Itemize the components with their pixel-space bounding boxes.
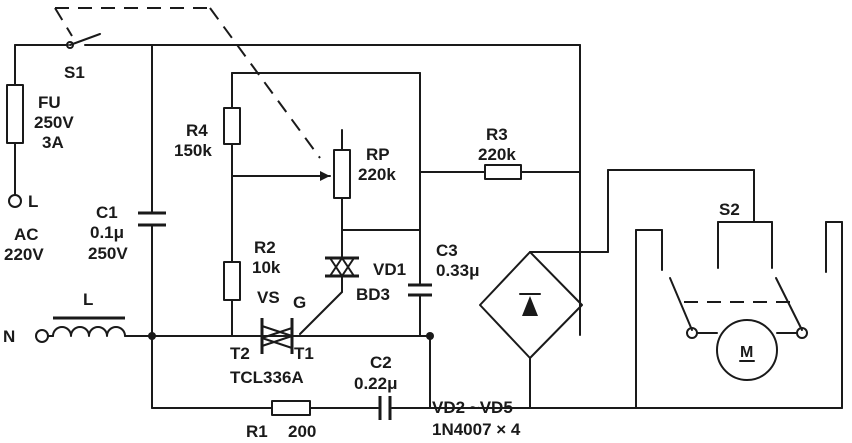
label-motor: M <box>740 344 753 361</box>
label-ac-voltage: 220V <box>4 245 44 264</box>
label-l-terminal: L <box>28 192 38 211</box>
label-c2: C2 <box>370 353 392 372</box>
label-triac-part: TCL336A <box>230 368 304 387</box>
label-rp-value: 220k <box>358 165 396 184</box>
capacitor-c1 <box>138 44 166 409</box>
label-r4: R4 <box>186 121 208 140</box>
switch-s1 <box>66 33 101 49</box>
motor-compartment <box>529 169 843 409</box>
label-t1: T1 <box>294 344 314 363</box>
label-fu-current: 3A <box>42 133 64 152</box>
label-r2: R2 <box>254 238 276 257</box>
label-c3-value: 0.33μ <box>436 261 480 280</box>
label-vs: VS <box>257 288 280 307</box>
label-r2-value: 10k <box>252 258 281 277</box>
label-r1-value: 200 <box>288 422 316 441</box>
label-s2: S2 <box>719 200 740 219</box>
diac-vd1 <box>299 256 359 335</box>
label-bridge-part: 1N4007 × 4 <box>432 420 521 439</box>
inductor-l <box>35 316 431 343</box>
left-wire <box>6 44 24 208</box>
label-vd1: VD1 <box>373 260 406 279</box>
mechanical-linkage <box>54 7 321 159</box>
label-c1: C1 <box>96 203 118 222</box>
bottom-wire <box>151 332 531 420</box>
triac-vs <box>260 318 294 354</box>
label-inductor: L <box>83 290 93 309</box>
label-rp: RP <box>366 145 390 164</box>
label-r3-value: 220k <box>478 145 516 164</box>
label-r1: R1 <box>246 422 268 441</box>
label-gate: G <box>293 293 306 312</box>
label-ac: AC <box>14 225 39 244</box>
potentiometer-rp <box>333 129 421 259</box>
bridge-rectifier <box>479 169 755 409</box>
control-frame <box>223 72 581 337</box>
label-c1-voltage: 250V <box>88 244 128 263</box>
label-r4-value: 150k <box>174 141 212 160</box>
label-fu: FU <box>38 93 61 112</box>
label-n-terminal: N <box>3 327 15 346</box>
label-s1: S1 <box>64 63 85 82</box>
label-c1-value: 0.1μ <box>90 223 124 242</box>
label-t2: T2 <box>230 344 250 363</box>
label-fu-rating: 250V <box>34 113 74 132</box>
label-c3: C3 <box>436 241 458 260</box>
label-c2-value: 0.22μ <box>354 374 398 393</box>
top-wire <box>14 44 581 336</box>
label-bridge: VD2 ~VD5 <box>432 398 513 417</box>
label-r3: R3 <box>486 125 508 144</box>
label-bd3: BD3 <box>356 285 390 304</box>
